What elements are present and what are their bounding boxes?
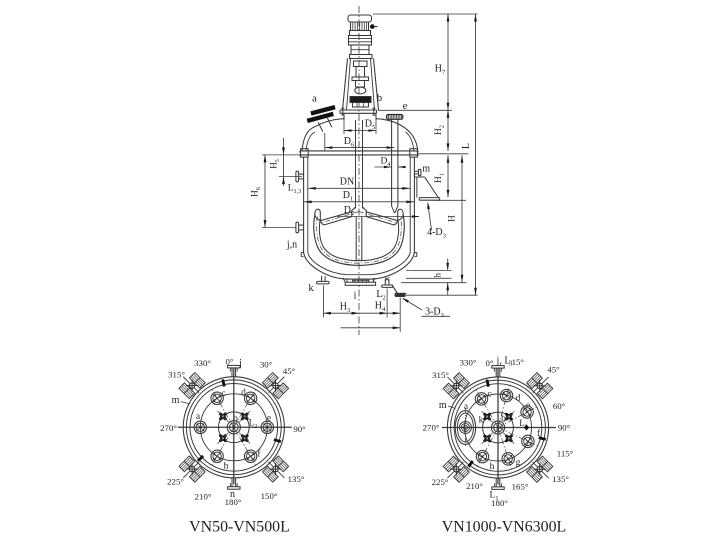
svg-text:H6: H6 bbox=[251, 187, 262, 197]
svg-text:D6: D6 bbox=[344, 136, 355, 148]
svg-text:D2: D2 bbox=[344, 205, 354, 217]
svg-text:270°: 270° bbox=[423, 423, 440, 433]
svg-text:m: m bbox=[422, 164, 430, 175]
svg-text:0°: 0° bbox=[486, 358, 494, 368]
svg-text:DN: DN bbox=[340, 177, 354, 188]
svg-text:H4: H4 bbox=[375, 301, 386, 313]
svg-text:L2: L2 bbox=[249, 418, 258, 430]
svg-text:225°: 225° bbox=[432, 477, 449, 487]
svg-text:4-D3: 4-D3 bbox=[427, 227, 446, 239]
svg-text:k: k bbox=[308, 283, 314, 294]
svg-text:30°: 30° bbox=[260, 360, 273, 370]
svg-text:315°: 315° bbox=[168, 370, 185, 380]
svg-text:60°: 60° bbox=[553, 401, 566, 411]
svg-text:H1: H1 bbox=[434, 173, 445, 183]
svg-text:j,n: j,n bbox=[286, 240, 297, 251]
svg-text:D1: D1 bbox=[343, 190, 353, 202]
svg-text:a: a bbox=[464, 402, 469, 412]
svg-text:j, L: j, L bbox=[496, 356, 511, 367]
svg-text:h: h bbox=[224, 462, 229, 472]
svg-text:135°: 135° bbox=[288, 474, 305, 484]
svg-text:90°: 90° bbox=[558, 423, 571, 433]
svg-text:180°: 180° bbox=[225, 497, 242, 507]
svg-text:g: g bbox=[516, 458, 521, 468]
svg-text:210°: 210° bbox=[466, 481, 483, 491]
svg-text:e: e bbox=[403, 101, 408, 112]
svg-text:150°: 150° bbox=[261, 491, 278, 501]
svg-text:L: L bbox=[461, 143, 472, 149]
svg-text:90°: 90° bbox=[293, 424, 306, 434]
svg-text:D4: D4 bbox=[381, 157, 391, 168]
svg-text:i: i bbox=[354, 291, 357, 302]
svg-text:e: e bbox=[526, 401, 530, 411]
svg-text:H5: H5 bbox=[269, 159, 281, 169]
svg-text:H7: H7 bbox=[435, 64, 446, 76]
svg-text:45°: 45° bbox=[283, 366, 296, 376]
svg-text:210°: 210° bbox=[195, 492, 212, 502]
svg-text:15°: 15° bbox=[512, 357, 525, 367]
svg-text:L1,3: L1,3 bbox=[288, 184, 302, 195]
svg-text:45°: 45° bbox=[547, 365, 560, 375]
svg-text:3: 3 bbox=[509, 360, 513, 368]
svg-text:m: m bbox=[172, 395, 180, 406]
svg-text:315°: 315° bbox=[432, 370, 449, 380]
svg-text:f: f bbox=[537, 428, 541, 439]
svg-text:270°: 270° bbox=[160, 423, 177, 433]
svg-text:H: H bbox=[448, 215, 458, 222]
svg-text:VN50-VN500L: VN50-VN500L bbox=[189, 519, 290, 536]
svg-text:h: h bbox=[433, 272, 443, 277]
svg-text:n: n bbox=[230, 489, 235, 500]
svg-text:h: h bbox=[490, 462, 495, 472]
svg-text:f: f bbox=[257, 449, 261, 460]
svg-text:330°: 330° bbox=[460, 358, 477, 368]
svg-text:165°: 165° bbox=[512, 482, 529, 492]
svg-text:225°: 225° bbox=[167, 477, 184, 487]
svg-text:d: d bbox=[241, 388, 246, 398]
svg-text:b: b bbox=[233, 414, 238, 424]
svg-text:a: a bbox=[196, 412, 201, 422]
svg-text:e: e bbox=[267, 414, 271, 424]
svg-text:b: b bbox=[501, 414, 506, 424]
svg-text:VN1000-VN6300L: VN1000-VN6300L bbox=[442, 519, 566, 536]
svg-text:H3: H3 bbox=[340, 302, 350, 314]
svg-text:180°: 180° bbox=[491, 498, 508, 508]
svg-text:a: a bbox=[312, 94, 317, 105]
svg-text:c: c bbox=[221, 389, 225, 399]
svg-text:135°: 135° bbox=[552, 474, 569, 484]
svg-text:0°: 0° bbox=[226, 357, 234, 367]
svg-text:b: b bbox=[377, 93, 382, 104]
svg-text:115°: 115° bbox=[557, 449, 574, 459]
svg-text:k: k bbox=[479, 416, 484, 426]
svg-text:3-D3: 3-D3 bbox=[425, 307, 444, 319]
svg-text:330°: 330° bbox=[194, 358, 211, 368]
svg-text:L1: L1 bbox=[490, 491, 499, 502]
svg-text:c: c bbox=[487, 390, 491, 400]
svg-text:D5: D5 bbox=[365, 119, 375, 131]
svg-text:H2: H2 bbox=[434, 125, 445, 135]
svg-text:j: j bbox=[238, 358, 242, 369]
svg-text:d: d bbox=[516, 393, 521, 403]
svg-text:L2: L2 bbox=[376, 289, 385, 301]
svg-text:m: m bbox=[439, 400, 447, 411]
